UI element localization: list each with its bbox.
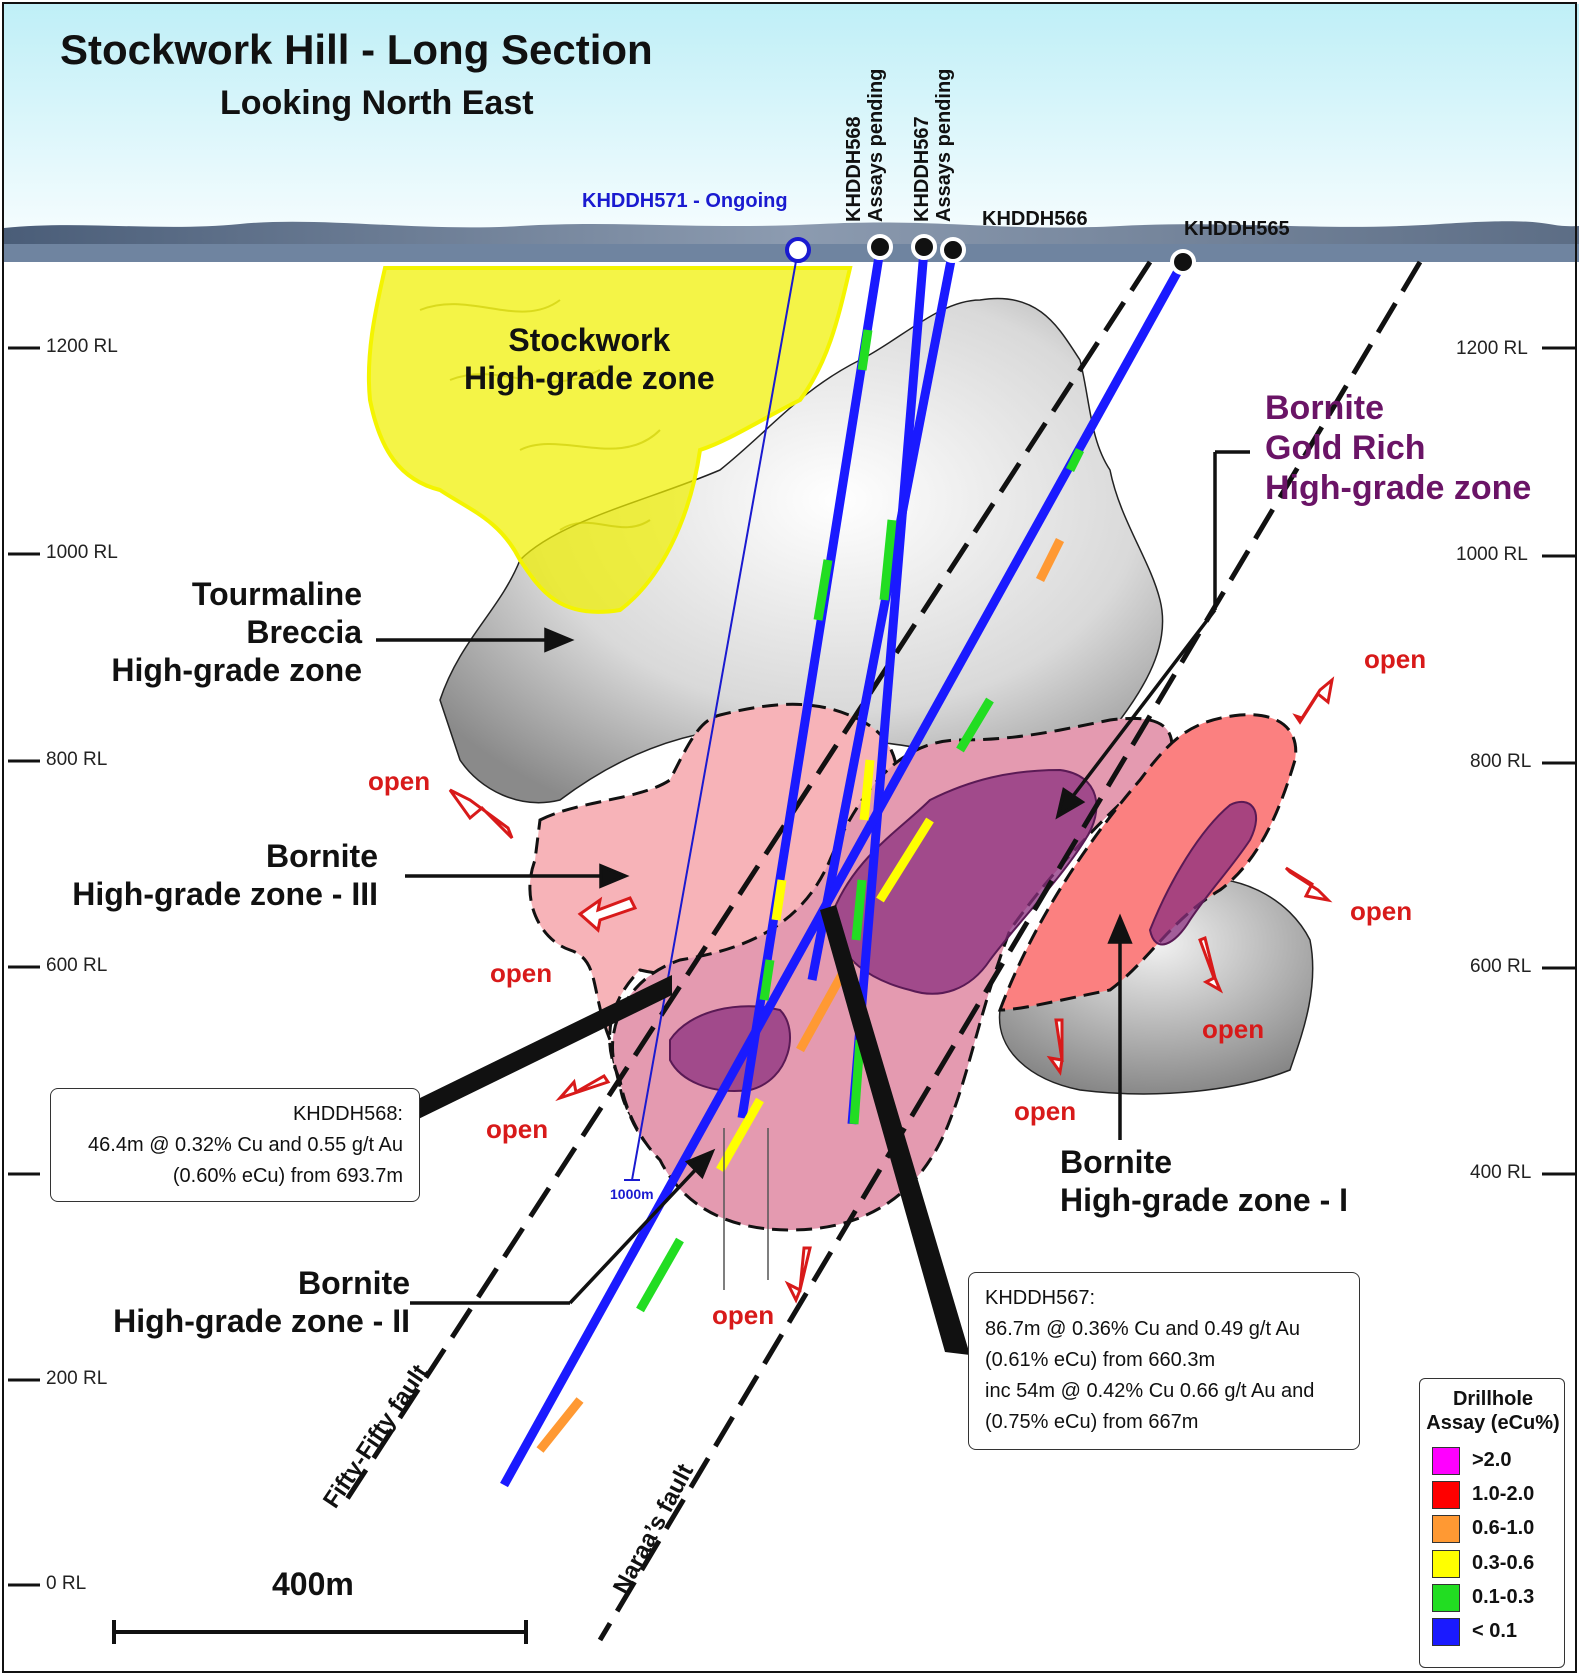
label-bornite-gold-rich: Bornite Gold Rich High-grade zone xyxy=(1265,388,1531,508)
legend-label-1-2: 1.0-2.0 xyxy=(1472,1483,1534,1506)
callout-khddh567: KHDDH567: 86.7m @ 0.36% Cu and 0.49 g/t … xyxy=(968,1272,1360,1450)
label-khddh566: KHDDH566 xyxy=(982,208,1088,231)
label-khddh567-id: KHDDH567 xyxy=(911,69,933,222)
label-tourmaline-line3: High-grade zone xyxy=(100,652,362,690)
legend-label-06-1: 0.6-1.0 xyxy=(1472,1517,1534,1540)
legend-swatch-06-1 xyxy=(1432,1515,1460,1543)
rl-label-1000-right: 1000 RL xyxy=(1456,544,1528,566)
label-tourmaline-breccia: Tourmaline Breccia High-grade zone xyxy=(100,576,362,689)
label-khddh567: KHDDH567 Assays pending xyxy=(911,69,955,222)
scale-bar-label: 400m xyxy=(272,1566,354,1603)
collar-566 xyxy=(942,239,964,261)
open-label-4: open xyxy=(1350,896,1412,927)
collar-571 xyxy=(787,239,809,261)
label-khddh568: KHDDH568 Assays pending xyxy=(843,69,887,222)
open-label-6: open xyxy=(1014,1096,1076,1127)
label-bornite-3-line1: Bornite xyxy=(54,838,378,876)
label-tourmaline-line1: Tourmaline xyxy=(100,576,362,614)
legend-title: Drillhole Assay (eCu%) xyxy=(1420,1387,1566,1435)
legend-swatch-01-03 xyxy=(1432,1584,1460,1612)
legend-swatch-lt01 xyxy=(1432,1618,1460,1646)
rl-label-1000-left: 1000 RL xyxy=(46,542,118,564)
rl-label-600-left: 600 RL xyxy=(46,955,107,977)
callout-567-line2: (0.61% eCu) from 660.3m xyxy=(985,1345,1343,1376)
open-label-2: open xyxy=(490,958,552,989)
rl-label-0-left: 0 RL xyxy=(46,1573,86,1595)
rl-label-800-left: 800 RL xyxy=(46,749,107,771)
assay-legend: Drillhole Assay (eCu%) >2.0 1.0-2.0 0.6-… xyxy=(1419,1378,1565,1668)
rl-label-600-right: 600 RL xyxy=(1470,956,1531,978)
label-depth-1000m: 1000m xyxy=(610,1186,654,1202)
open-label-1: open xyxy=(368,766,430,797)
callout-567-line4: (0.75% eCu) from 667m xyxy=(985,1407,1343,1438)
label-bornite-3-line2: High-grade zone - III xyxy=(54,876,378,914)
legend-swatch-03-06 xyxy=(1432,1550,1460,1578)
open-label-7: open xyxy=(486,1114,548,1145)
open-label-3: open xyxy=(1364,644,1426,675)
legend-label-03-06: 0.3-0.6 xyxy=(1472,1552,1534,1575)
label-stockwork-line1: Stockwork xyxy=(464,322,715,360)
rl-label-800-right: 800 RL xyxy=(1470,751,1531,773)
label-bornite-2-line2: High-grade zone - II xyxy=(96,1303,410,1341)
rl-label-1200-left: 1200 RL xyxy=(46,336,118,358)
label-bornite-1-line1: Bornite xyxy=(1060,1144,1348,1182)
label-bornite-2-line1: Bornite xyxy=(96,1265,410,1303)
rl-label-200-left: 200 RL xyxy=(46,1368,107,1390)
legend-title-line1: Drillhole xyxy=(1420,1387,1566,1411)
callout-567-line1: 86.7m @ 0.36% Cu and 0.49 g/t Au xyxy=(985,1314,1343,1345)
callout-567-line3: inc 54m @ 0.42% Cu 0.66 g/t Au and xyxy=(985,1376,1343,1407)
rl-label-400-right: 400 RL xyxy=(1470,1162,1531,1184)
callout-568-line2: (0.60% eCu) from 693.7m xyxy=(67,1161,403,1192)
legend-label-lt01: < 0.1 xyxy=(1472,1620,1517,1643)
label-stockwork-line2: High-grade zone xyxy=(464,360,715,398)
legend-title-line2: Assay (eCu%) xyxy=(1420,1411,1566,1435)
label-khddh571: KHDDH571 - Ongoing xyxy=(582,190,788,213)
collar-565 xyxy=(1172,251,1194,273)
legend-swatch-1-2 xyxy=(1432,1481,1460,1509)
callout-567-title: KHDDH567: xyxy=(985,1283,1343,1314)
label-bornite-gold-line2: Gold Rich xyxy=(1265,428,1531,468)
legend-swatch-gt2 xyxy=(1432,1447,1460,1475)
label-tourmaline-line2: Breccia xyxy=(100,614,362,652)
collar-568 xyxy=(869,236,891,258)
label-bornite-zone-3: Bornite High-grade zone - III xyxy=(54,838,378,914)
collar-567 xyxy=(913,236,935,258)
label-bornite-gold-line1: Bornite xyxy=(1265,388,1531,428)
label-khddh567-status: Assays pending xyxy=(933,69,955,222)
label-bornite-1-line2: High-grade zone - I xyxy=(1060,1182,1348,1220)
legend-label-01-03: 0.1-0.3 xyxy=(1472,1586,1534,1609)
label-khddh565: KHDDH565 xyxy=(1184,218,1290,241)
open-label-8: open xyxy=(712,1300,774,1331)
label-bornite-gold-line3: High-grade zone xyxy=(1265,468,1531,508)
diagram-title: Stockwork Hill - Long Section xyxy=(60,26,653,74)
label-stockwork-zone: Stockwork High-grade zone xyxy=(464,322,715,398)
label-bornite-zone-2: Bornite High-grade zone - II xyxy=(96,1265,410,1341)
callout-568-line1: 46.4m @ 0.32% Cu and 0.55 g/t Au xyxy=(67,1130,403,1161)
open-label-5: open xyxy=(1202,1014,1264,1045)
label-khddh568-status: Assays pending xyxy=(865,69,887,222)
legend-label-gt2: >2.0 xyxy=(1472,1449,1511,1472)
label-khddh568-id: KHDDH568 xyxy=(843,69,865,222)
callout-568-title: KHDDH568: xyxy=(67,1099,403,1130)
rl-label-1200-right: 1200 RL xyxy=(1456,338,1528,360)
diagram-subtitle: Looking North East xyxy=(220,84,534,123)
scale-bar xyxy=(112,1620,528,1644)
callout-khddh568: KHDDH568: 46.4m @ 0.32% Cu and 0.55 g/t … xyxy=(50,1088,420,1202)
label-bornite-zone-1: Bornite High-grade zone - I xyxy=(1060,1144,1348,1220)
